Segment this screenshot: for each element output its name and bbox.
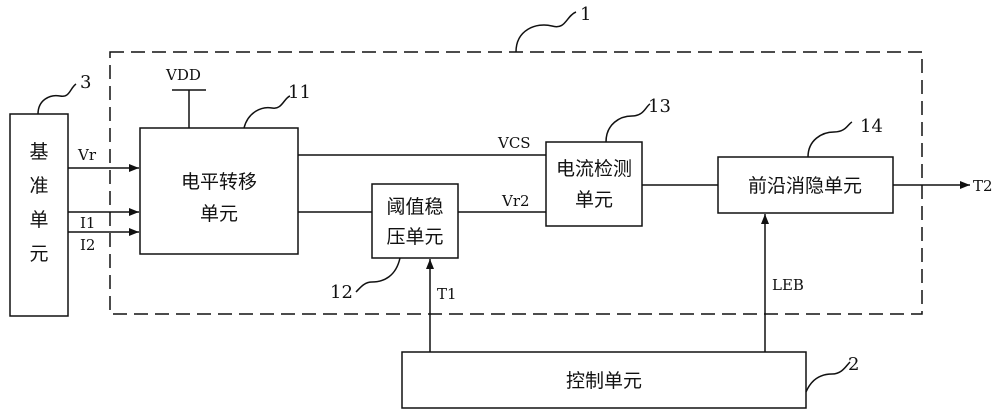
t2-label: T2 — [973, 177, 993, 195]
vdd-label: VDD — [165, 66, 201, 84]
reference-ref-number: 3 — [80, 72, 91, 93]
threshold-ref-number: 12 — [330, 282, 353, 303]
level-shift-ref-number: 11 — [288, 82, 311, 103]
current-detect-callout-line — [605, 103, 651, 143]
current-detect-unit-label-1: 电流检测 — [556, 158, 632, 180]
reference-unit-box — [9, 113, 69, 317]
threshold-unit-box — [371, 183, 459, 259]
reference-unit-label-3: 单 — [29, 209, 48, 231]
level-shift-unit-label-1: 电平转移 — [181, 171, 257, 193]
current-detect-unit-label-2: 单元 — [575, 189, 613, 211]
i1-label: I1 — [80, 214, 95, 232]
current-detect-ref-number: 13 — [648, 96, 671, 117]
control-unit-label: 控制单元 — [566, 370, 642, 392]
system-ref-number: 1 — [580, 4, 591, 25]
i2-label: I2 — [80, 236, 95, 254]
threshold-unit-label-2: 压单元 — [386, 226, 443, 248]
control-unit-box — [401, 351, 807, 409]
control-ref-number: 2 — [848, 354, 859, 375]
vcs-label: VCS — [497, 134, 531, 152]
reference-callout-line — [37, 83, 77, 115]
leading-edge-ref-number: 14 — [860, 116, 883, 137]
leading-edge-unit-label: 前沿消隐单元 — [748, 175, 862, 197]
current-detect-unit-box — [545, 141, 643, 227]
reference-unit-label-2: 准 — [29, 175, 48, 197]
reference-unit-label-4: 元 — [29, 243, 48, 265]
system-callout-line — [515, 11, 577, 53]
control-callout-line — [805, 361, 851, 393]
reference-unit-label-1: 基 — [29, 141, 48, 163]
level-shift-unit-box — [139, 127, 299, 255]
level-shift-callout-line — [243, 95, 291, 129]
threshold-unit-label-1: 阈值稳 — [386, 196, 443, 218]
leb-label: LEB — [772, 276, 804, 294]
vr-label: Vr — [77, 146, 97, 164]
level-shift-unit-label-2: 单元 — [200, 203, 238, 225]
leading-edge-callout-line — [807, 121, 853, 158]
t1-label: T1 — [437, 285, 457, 303]
threshold-callout-line — [355, 257, 401, 293]
vr2-label: Vr2 — [501, 192, 530, 210]
